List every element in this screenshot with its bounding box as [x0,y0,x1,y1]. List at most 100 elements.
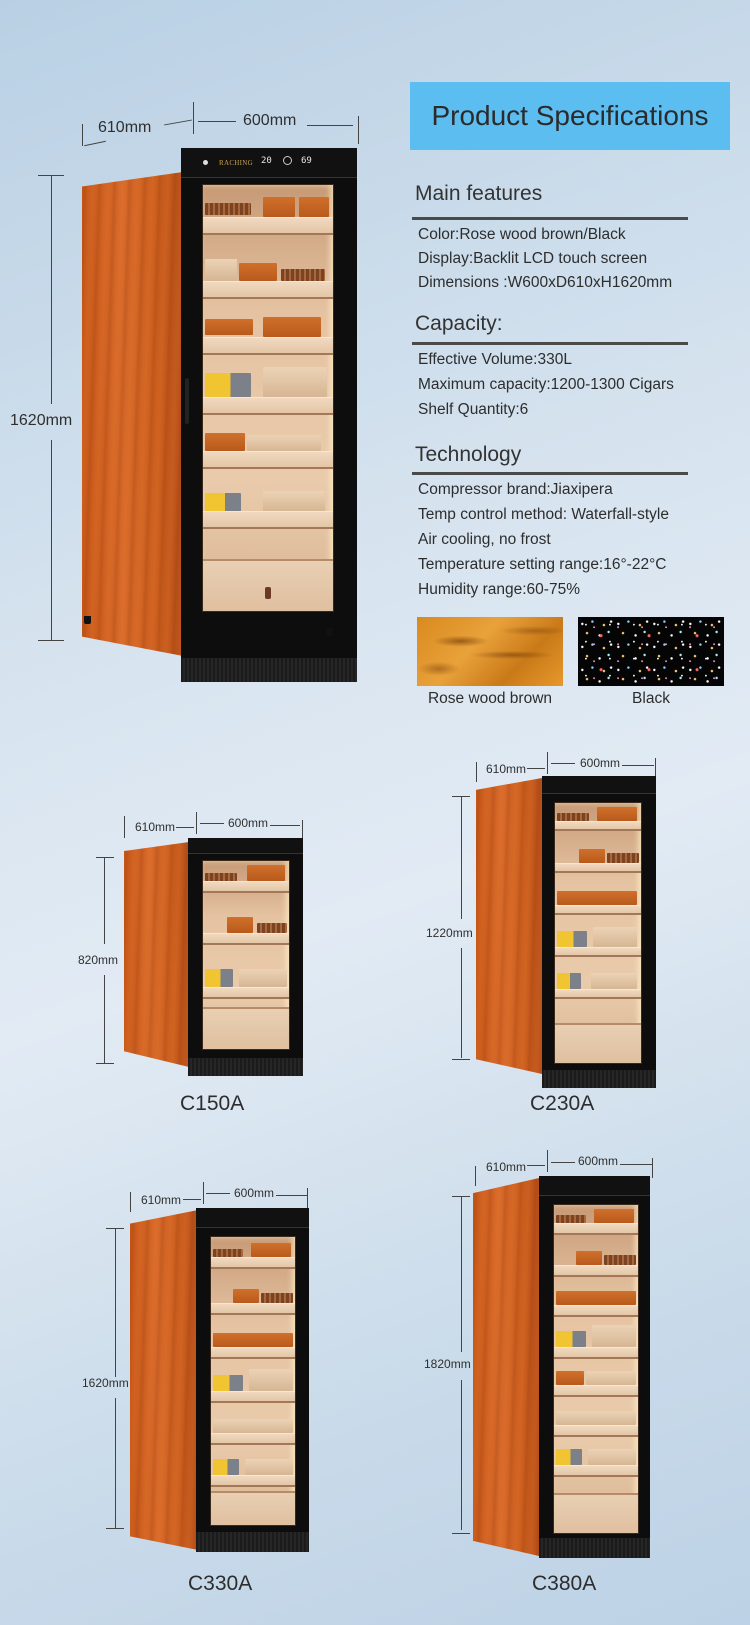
dim-tick [38,175,64,176]
swatch-rose-wood-brown [417,617,563,686]
c150a-depth-label: 610mm [135,820,176,834]
cabinet-side-panel [82,172,183,656]
cigar-box [205,433,245,451]
shelf-1 [211,1257,295,1269]
shelf-2 [211,1303,295,1315]
model-label-c150a: C150A [180,1092,245,1115]
model-label-c230a: C230A [530,1092,595,1115]
c380a-width-label: 600mm [578,1154,619,1168]
spec-line-shelf-quantity: Shelf Quantity:6 [418,401,529,418]
control-panel [542,776,656,794]
hero-cabinet: RACHING 20 69 [82,148,358,682]
dim-line [164,119,192,126]
cigar-bundle [281,269,325,281]
cabinet-base-grille [542,1070,656,1088]
cigar-box [205,319,253,335]
dim-tick [106,1228,124,1229]
cigar-tin [205,969,233,987]
spec-line-display: Display:Backlit LCD touch screen [418,250,648,267]
cabinet-foot [326,628,333,636]
dim-tick [82,124,83,146]
shelf-2 [555,863,641,873]
cigar-bundle [205,873,237,881]
dim-tick [130,1192,131,1212]
shelf-4 [555,947,641,957]
cigar-bundle [257,923,287,933]
dim-tick [475,1166,476,1186]
dim-line [461,948,462,1058]
door-handle [185,378,189,424]
shelf-3 [203,987,289,999]
bottom-drawer [211,1491,295,1525]
cigar-tin [213,1375,243,1391]
shelf-4 [554,1347,638,1359]
dim-line [276,1195,308,1196]
dim-line [527,1165,545,1166]
cigar-box [576,1251,602,1265]
spec-line-dimensions: Dimensions :W600xD610xH1620mm [418,274,673,291]
shelf-5 [203,451,333,469]
dim-line [115,1229,116,1377]
lcd-temperature: 20 [261,156,272,166]
dim-tick [452,796,470,797]
humidor-jar [593,927,637,947]
cigar-box [594,1209,634,1223]
model-label-c330a: C330A [188,1572,253,1595]
cigar-bundle [213,1249,243,1257]
c330a-height-label: 1620mm [82,1376,129,1390]
section-heading-technology: Technology [415,443,522,466]
model-label-c380a: C380A [532,1572,597,1595]
dim-tick [547,752,548,774]
glass-door [202,184,334,612]
swatch-black [578,617,724,686]
dim-tick [452,1196,470,1197]
cigar-box [247,865,285,881]
cigar-box [588,1449,636,1465]
lcd-mode-icon [283,156,292,165]
lcd-humidity: 69 [301,156,312,166]
cabinet-side-panel [476,778,542,1074]
shelf-5 [211,1433,295,1445]
cigar-bundle [607,853,639,863]
c380a-cabinet [473,1176,653,1558]
dim-line [206,1193,230,1194]
control-panel [539,1176,650,1196]
dim-line [198,121,236,122]
cigar-box [597,807,637,821]
dim-line [527,768,545,769]
dim-line [551,1162,575,1163]
cigar-tin [205,493,241,513]
dim-line [622,765,654,766]
cigar-box [556,1371,584,1385]
drawer-handle [265,587,271,599]
shelf-2 [203,933,289,945]
dim-line [461,1380,462,1530]
cabinet-side-panel [124,842,189,1067]
cabinet-side-panel [473,1178,539,1556]
hero-height-label: 1620mm [10,412,73,429]
dim-line [620,1164,652,1165]
section-heading-main-features: Main features [415,182,543,205]
cigar-box [263,197,295,217]
spec-line-air-cooling: Air cooling, no frost [418,531,551,548]
cigar-box [239,263,277,281]
cabinet-front: RACHING 20 69 [181,148,357,682]
shelf-1 [554,1223,638,1235]
humidor-jar [263,367,327,397]
swatch-label-rose-wood-brown: Rose wood brown [427,690,553,707]
dim-tick [547,1150,548,1172]
dim-tick [655,758,656,778]
dim-line [183,1199,201,1200]
control-panel [188,838,303,854]
cigar-tin [213,1459,239,1475]
shelf-3 [554,1305,638,1317]
cigar-box [213,1333,293,1347]
cigar-box [579,849,605,863]
bottom-drawer [203,1007,289,1049]
cigar-box [245,1459,293,1475]
cigar-box [213,1419,293,1433]
section-divider [412,472,688,475]
hero-depth-label: 610mm [98,119,152,136]
spec-line-max-capacity: Maximum capacity:1200-1300 Cigars [418,376,674,393]
cigar-tin [556,1449,582,1465]
